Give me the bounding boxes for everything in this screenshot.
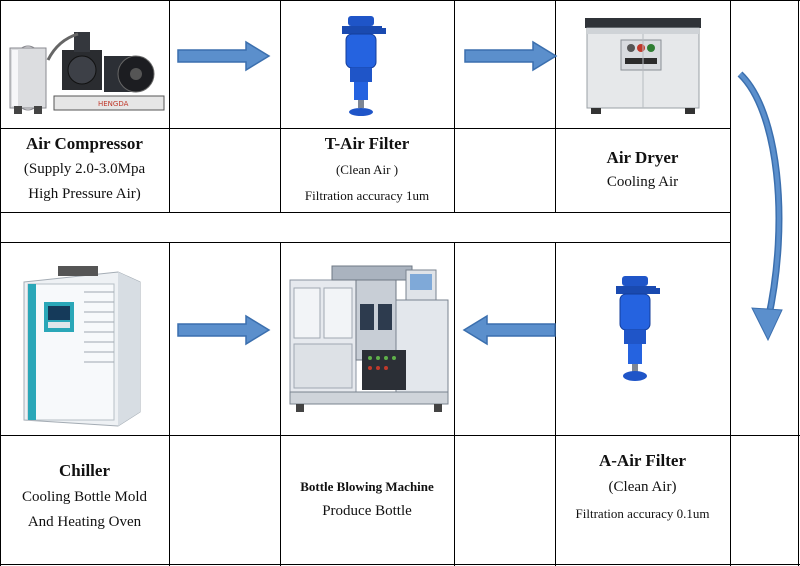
grid-line-left	[0, 0, 1, 566]
grid-line-col2	[280, 0, 281, 212]
chiller-line2: And Heating Oven	[27, 514, 142, 530]
chiller-title: Chiller	[59, 461, 110, 480]
t-air-filter-line1: (Clean Air )	[335, 162, 399, 177]
filter-image	[616, 276, 660, 381]
blowing-machine-image	[289, 265, 449, 412]
grid-line-row1-bottom	[0, 212, 731, 213]
chiller-line1: Cooling Bottle Mold	[21, 489, 147, 505]
cell-air-dryer-text: Air Dryer Cooling Air	[555, 128, 730, 212]
a-air-filter-line1: (Clean Air)	[608, 479, 677, 495]
grid-line-col3b	[454, 242, 455, 566]
cell-chiller-text: Chiller Cooling Bottle Mold And Heating …	[0, 435, 169, 564]
arrow-left-icon	[462, 314, 556, 346]
grid-line-col1	[169, 0, 170, 212]
arrow-right-icon	[177, 314, 271, 346]
curved-arrow-icon	[737, 71, 783, 342]
cell-t-air-filter-text: T-Air Filter (Clean Air ) Filtration acc…	[280, 128, 454, 212]
air-compressor-line2: High Pressure Air)	[28, 186, 141, 202]
grid-line-col1b	[169, 242, 170, 566]
grid-line-right	[798, 0, 799, 566]
grid-line-col4b	[555, 242, 556, 566]
grid-line-col3	[454, 0, 455, 212]
blowing-machine-title: Bottle Blowing Machine	[300, 479, 434, 494]
cell-blowing-machine-text: Bottle Blowing Machine Produce Bottle	[280, 435, 454, 564]
arrow-right-icon	[177, 40, 271, 72]
t-air-filter-title: T-Air Filter	[324, 134, 410, 153]
grid-line-col2b	[280, 242, 281, 566]
chiller-image	[23, 266, 141, 427]
grid-line-row2-img-bottom	[0, 435, 800, 436]
a-air-filter-line2: Filtration accuracy 0.1um	[575, 506, 710, 521]
air-compressor-line1: (Supply 2.0-3.0Mpa	[23, 161, 146, 177]
grid-line-top	[0, 0, 800, 1]
filter-image	[342, 16, 386, 116]
blowing-machine-line1: Produce Bottle	[322, 503, 412, 519]
dryer-image	[585, 18, 701, 114]
compressor-image: HENGDA	[9, 32, 165, 114]
grid-line-col5	[730, 0, 731, 566]
a-air-filter-title: A-Air Filter	[598, 451, 686, 470]
cell-a-air-filter-text: A-Air Filter (Clean Air) Filtration accu…	[555, 435, 730, 564]
t-air-filter-line2: Filtration accuracy 1um	[304, 188, 430, 203]
air-dryer-title: Air Dryer	[606, 148, 679, 167]
air-dryer-line1: Cooling Air	[606, 174, 679, 190]
cell-air-compressor-text: Air Compressor (Supply 2.0-3.0Mpa High P…	[0, 128, 169, 212]
air-compressor-title: Air Compressor	[26, 134, 143, 153]
arrow-right-icon	[464, 40, 558, 72]
compressor-logo: HENGDA	[98, 100, 129, 108]
grid-line-row1-img-bottom	[0, 128, 731, 129]
grid-line-row2-top	[0, 242, 731, 243]
grid-line-col4	[555, 0, 556, 212]
grid-line-bottom	[0, 564, 800, 565]
